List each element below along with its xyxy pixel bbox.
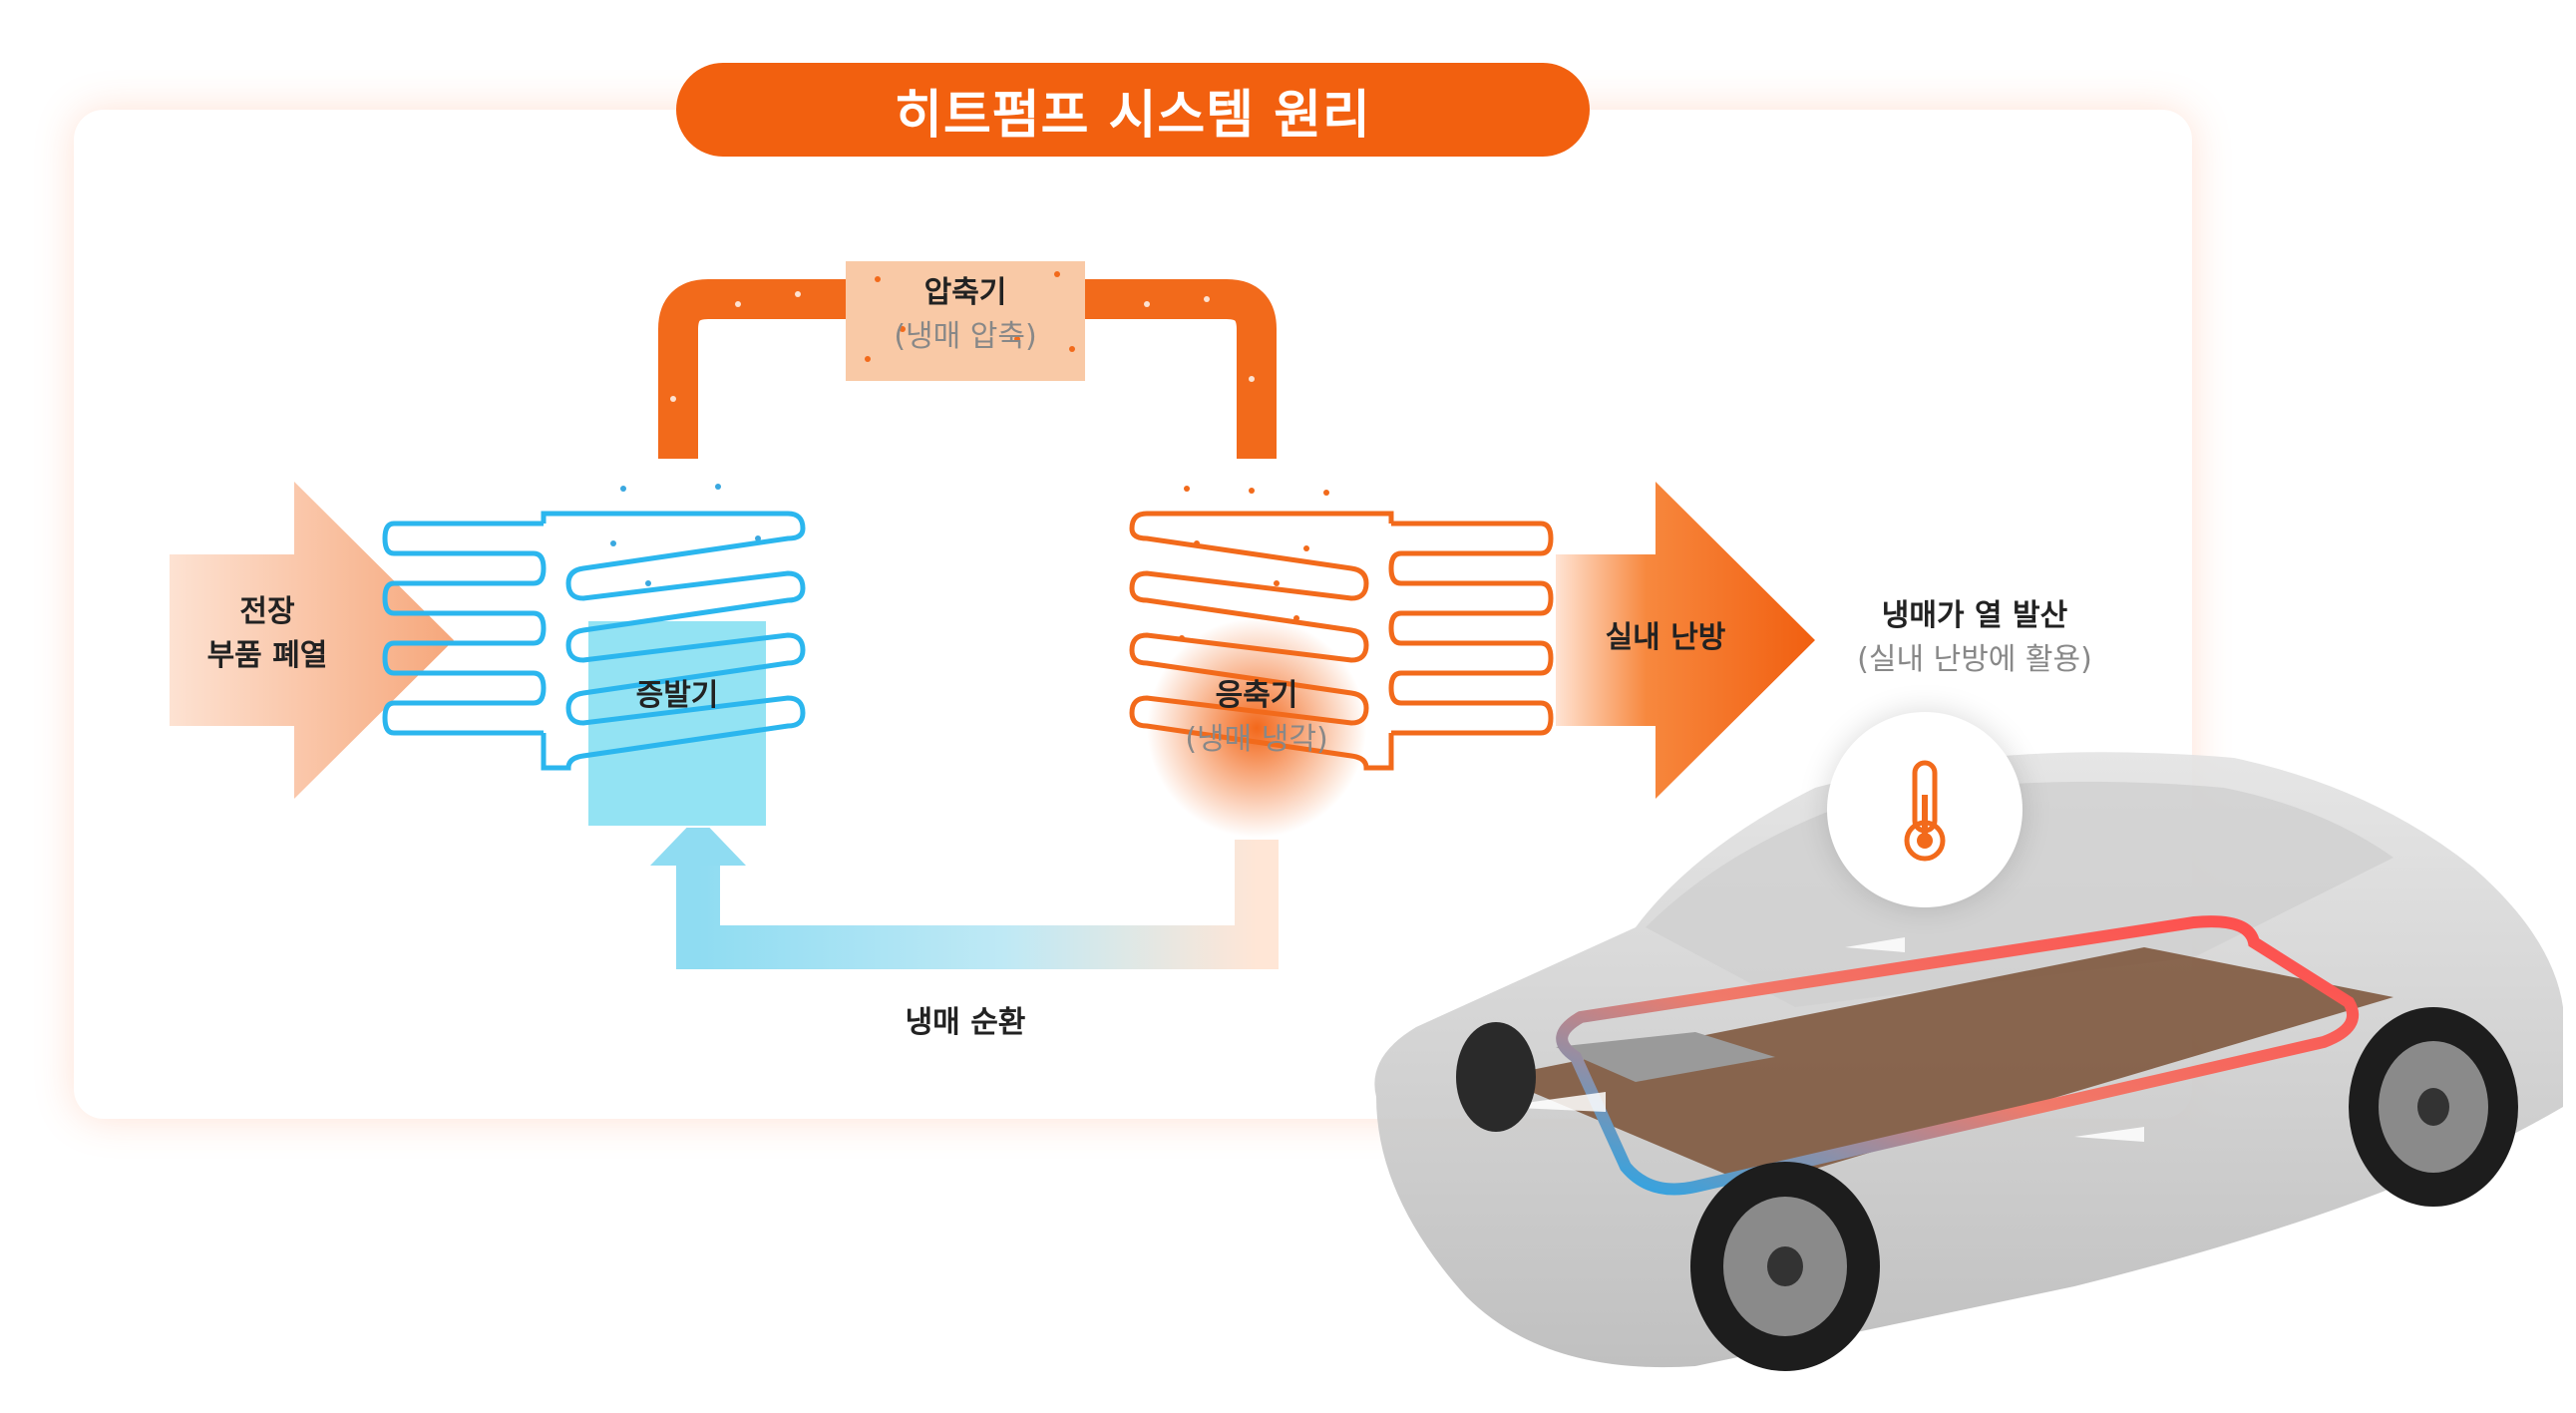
compressor-fill (846, 261, 1085, 381)
condenser-coil (1129, 511, 1554, 771)
waste-heat-line1: 전장 (239, 594, 295, 629)
side-wheel (1456, 1022, 1536, 1132)
rear-wheel (2349, 1007, 2518, 1207)
waste-heat-arrow (170, 482, 454, 799)
heating-text: 실내 난방 (1605, 620, 1726, 655)
compressor-label: 압축기 (냉매 압축) (846, 271, 1085, 358)
thermometer-badge (1827, 712, 2023, 907)
thermal-loop (1556, 915, 2360, 1196)
refrigerant-cycle-path (676, 840, 1279, 969)
cycle-text: 냉매 순환 (905, 1005, 1026, 1040)
waste-heat-label: 전장 부품 폐열 (168, 590, 367, 677)
compressor-name: 압축기 (923, 275, 1007, 310)
diagram-title: 히트펌프 시스템 원리 (676, 63, 1590, 157)
evaporator-name: 증발기 (635, 678, 719, 713)
heat-release-desc: (실내 난방에 활용) (1857, 641, 2092, 677)
front-wheel (1690, 1162, 1880, 1371)
heating-arrow (1556, 482, 1815, 799)
car-illustration (1374, 752, 2563, 1371)
heating-label: 실내 난방 (1586, 616, 1745, 660)
cycle-arrowhead (650, 816, 746, 866)
compressor-desc: (냉매 압축) (894, 318, 1037, 354)
condenser-desc: (냉매 냉각) (1185, 721, 1328, 757)
heat-release-label: 냉매가 열 발산 (실내 난방에 활용) (1825, 594, 2124, 681)
heat-release-name: 냉매가 열 발산 (1881, 598, 2068, 633)
thermometer-icon (1904, 760, 1946, 862)
evaporator-label: 증발기 (588, 674, 766, 718)
evaporator-coil (382, 511, 806, 771)
condenser-name: 응축기 (1215, 678, 1298, 713)
evaporator-fill (588, 621, 766, 826)
battery-pack (1496, 947, 2393, 1187)
cycle-label: 냉매 순환 (866, 1001, 1065, 1045)
waste-heat-line2: 부품 폐열 (206, 637, 328, 673)
condenser-label: 응축기 (냉매 냉각) (1137, 674, 1376, 761)
